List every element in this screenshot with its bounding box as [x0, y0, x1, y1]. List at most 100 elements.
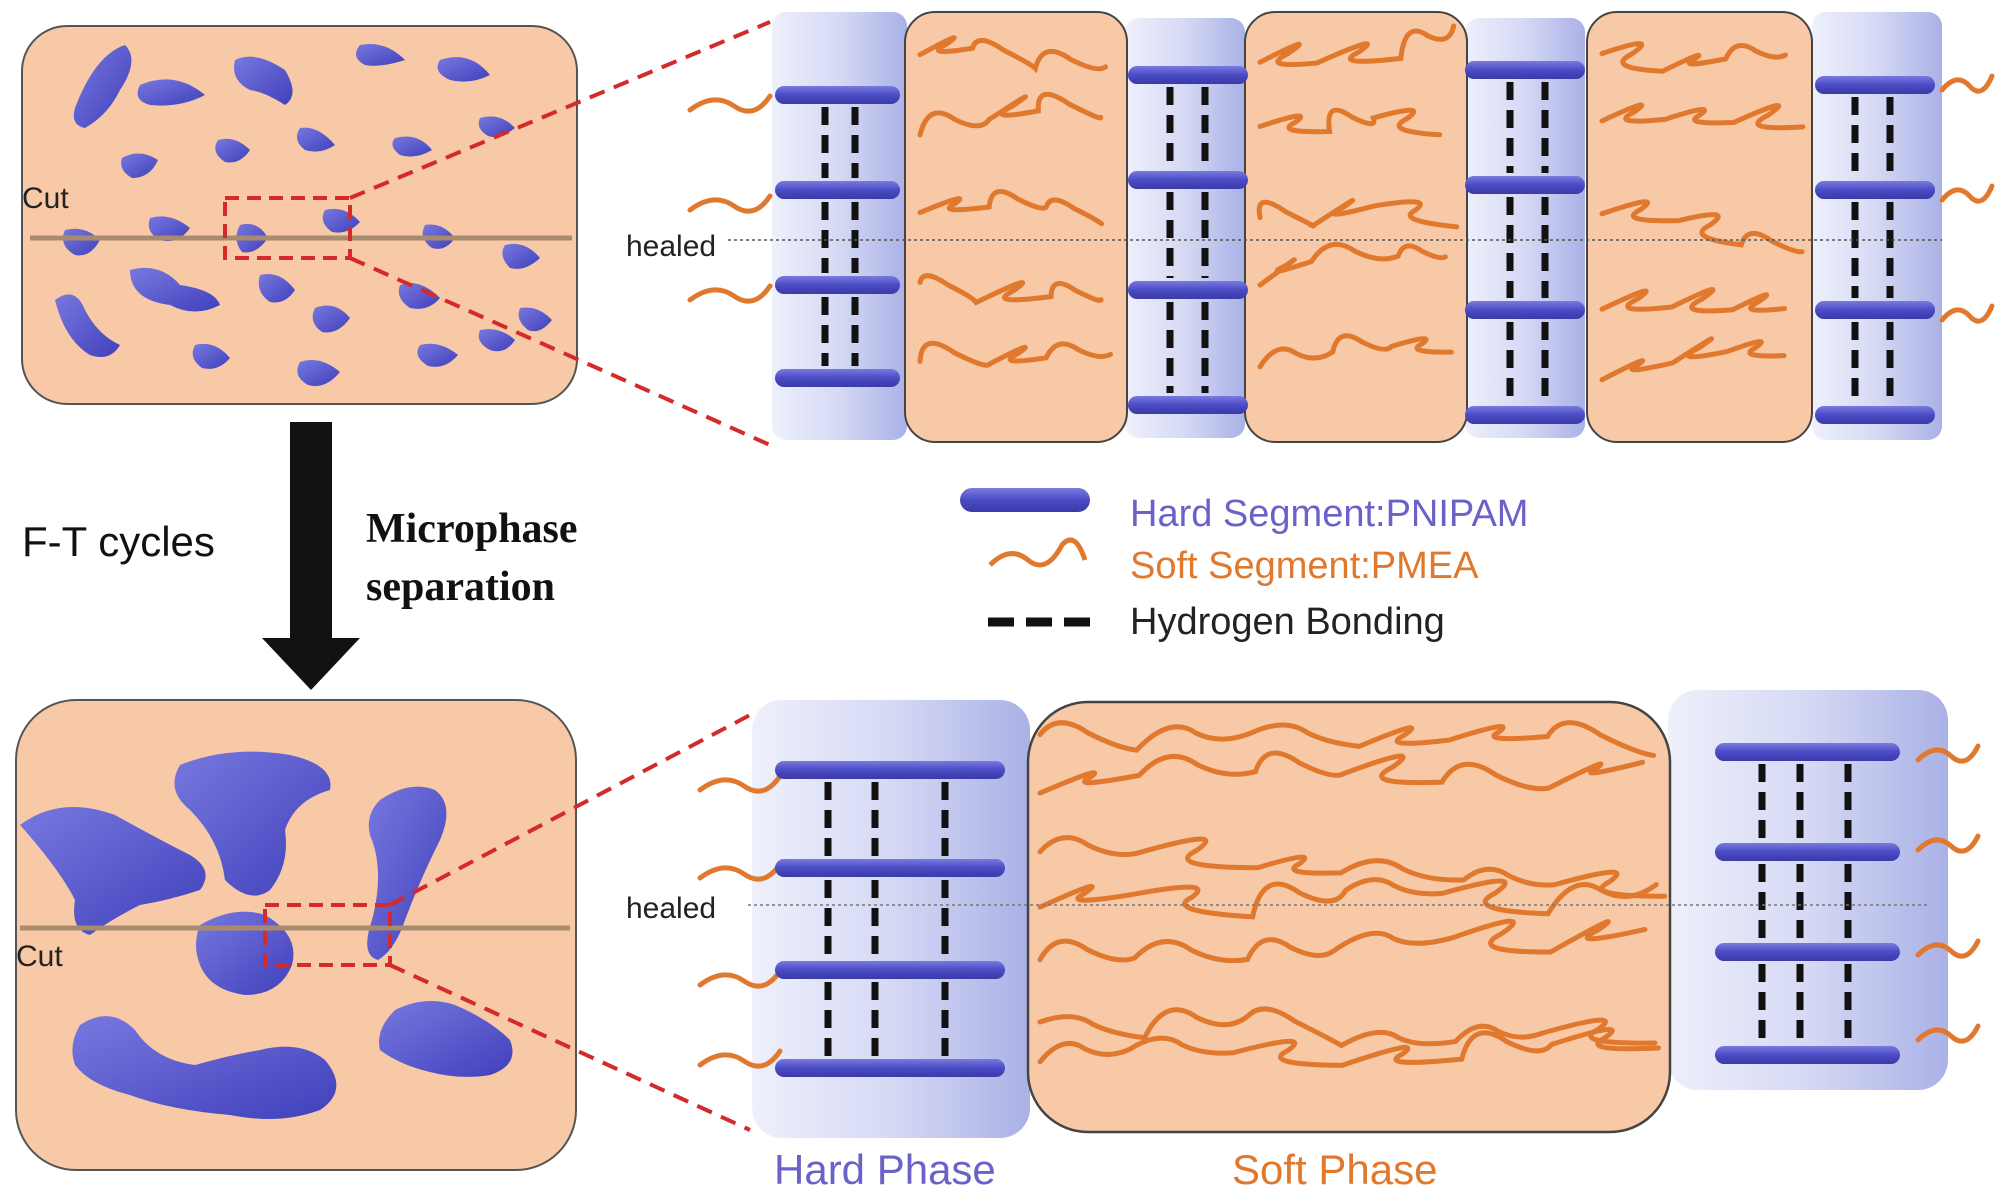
soft-phase-label: Soft Phase — [1232, 1146, 1437, 1193]
soft-chain-tail — [687, 283, 773, 304]
soft-chain-tail — [1915, 833, 1981, 854]
hard-phase-label: Hard Phase — [774, 1146, 996, 1193]
legend-hydrogen-bond-label: Hydrogen Bonding — [1130, 601, 1445, 643]
hard-segment-bar — [775, 761, 1005, 779]
soft-chain-tail — [697, 861, 783, 882]
bottom-hard-domains — [20, 751, 513, 1119]
soft-chain — [917, 189, 1105, 227]
bottom-zoom-ray-upper — [389, 713, 751, 907]
soft-chain-tail — [1939, 303, 1995, 324]
top-sample-panel: Cut — [21, 20, 771, 447]
soft-chain — [1257, 333, 1454, 370]
soft-chain-tail — [1915, 743, 1981, 764]
soft-chain — [1257, 107, 1443, 138]
top-hard-phase-3 — [1465, 18, 1585, 438]
soft-chain-tail — [1939, 183, 1995, 204]
bottom-soft-phase — [1026, 700, 1672, 1134]
soft-chain-tail — [687, 193, 773, 214]
soft-chain — [1599, 287, 1788, 314]
soft-chain-tail — [697, 968, 783, 989]
legend-hard-segment-swatch — [960, 488, 1090, 512]
soft-chain — [1037, 1026, 1661, 1068]
hard-segment-bar — [1715, 743, 1900, 761]
soft-chain — [1037, 1006, 1658, 1049]
top-soft-phase-1 — [904, 11, 1128, 443]
hard-segment-bar — [1715, 843, 1900, 861]
top-hard-domains — [55, 44, 552, 387]
soft-chain — [917, 35, 1109, 74]
soft-chain — [1599, 199, 1805, 255]
top-zoom-panel: healed — [626, 11, 1995, 443]
top-hard-phase-2 — [1125, 18, 1245, 438]
hard-segment-bar — [1815, 181, 1935, 199]
top-healed-label: healed — [626, 230, 716, 263]
arrow-head — [262, 638, 360, 690]
soft-chain — [1037, 918, 1648, 964]
hard-segment-bar — [1815, 76, 1935, 94]
bottom-cut-label: Cut — [16, 940, 63, 973]
soft-chain-tail — [1915, 1023, 1981, 1044]
bottom-hard-phase-right — [1668, 690, 1948, 1090]
hard-segment-bar — [775, 369, 900, 387]
bottom-hydrogen-bonds — [824, 764, 1852, 1056]
hard-segment-bar — [775, 276, 900, 294]
bottom-soft-chains — [697, 720, 1981, 1069]
bottom-healed-label: healed — [626, 892, 716, 925]
soft-chain — [1037, 835, 1668, 899]
legend-soft-segment-swatch — [988, 537, 1088, 568]
hard-segment-bar — [1128, 281, 1248, 299]
soft-chain — [917, 91, 1104, 138]
top-soft-chains — [687, 23, 1995, 383]
top-soft-phase-2 — [1244, 11, 1468, 443]
bottom-hard-phase-left — [752, 700, 1030, 1138]
ft-cycles-label: F-T cycles — [22, 518, 215, 565]
soft-chain-tail — [697, 773, 783, 794]
top-zoom-ray-upper — [349, 20, 771, 200]
hard-segment-bar — [1715, 943, 1900, 961]
top-hard-segment-bars — [775, 61, 1935, 424]
bottom-zoom-ray-lower — [389, 963, 751, 1132]
soft-chain — [1037, 877, 1659, 920]
top-zoom-box — [223, 196, 352, 260]
hard-segment-bar — [1815, 301, 1935, 319]
soft-chain — [1037, 750, 1646, 796]
hard-segment-bar — [1465, 406, 1585, 424]
bottom-zoom-panel: healed Hard Phase Soft Phase — [626, 690, 1981, 1193]
microphase-label-line1: Microphase — [366, 506, 578, 552]
bottom-hard-segment-bars — [775, 743, 1900, 1077]
top-hard-phase-4 — [1812, 12, 1942, 440]
soft-chain — [1037, 720, 1657, 758]
soft-chain — [1257, 23, 1457, 67]
legend: Hard Segment:PNIPAM Soft Segment:PMEA Hy… — [960, 488, 1528, 643]
soft-chain — [917, 340, 1114, 368]
soft-chain — [1599, 336, 1787, 383]
hard-segment-bar — [1128, 171, 1248, 189]
soft-chain — [1256, 198, 1460, 230]
transition-arrow-group: F-T cycles Microphase separation — [22, 422, 578, 690]
hard-segment-bar — [1465, 176, 1585, 194]
hard-segment-bar — [1465, 301, 1585, 319]
hard-segment-bar — [775, 86, 900, 104]
top-soft-phase-3 — [1586, 11, 1813, 443]
bottom-sample-panel: Cut — [15, 699, 751, 1171]
soft-chain — [1599, 102, 1806, 131]
hard-segment-bar — [775, 181, 900, 199]
soft-chain-tail — [697, 1048, 783, 1069]
hard-segment-bar — [1715, 1046, 1900, 1064]
legend-hard-segment-label: Hard Segment:PNIPAM — [1130, 493, 1528, 535]
soft-chain — [1257, 241, 1448, 288]
legend-soft-segment-label: Soft Segment:PMEA — [1130, 545, 1479, 587]
hard-segment-bar — [1815, 406, 1935, 424]
soft-chain — [1599, 41, 1788, 74]
hard-segment-bar — [775, 1059, 1005, 1077]
soft-chain-tail — [1939, 73, 1995, 94]
bottom-zoom-box — [263, 903, 392, 967]
hard-segment-bar — [775, 961, 1005, 979]
top-cut-label: Cut — [22, 182, 69, 215]
soft-chain-tail — [687, 93, 773, 114]
hard-segment-bar — [1465, 61, 1585, 79]
soft-chain — [917, 273, 1104, 306]
hard-segment-bar — [1128, 396, 1248, 414]
top-hydrogen-bonds — [821, 82, 1894, 403]
